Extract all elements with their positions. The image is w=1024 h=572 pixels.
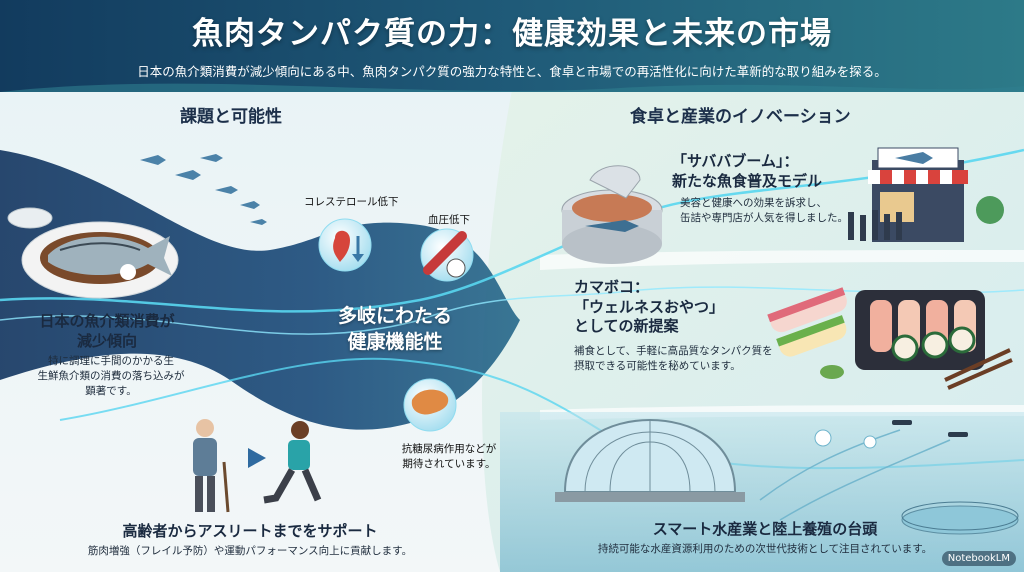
saba-heading: 「サババブーム」： 新たな魚食普及モデル: [672, 152, 862, 191]
consumption-heading-line2: 減少傾向: [76, 331, 137, 350]
saba-heading-line2: 新たな魚食普及モデル: [672, 171, 823, 190]
saba-body-line1: 美容と健康への効果を訴求し、: [680, 197, 827, 209]
health-functions-label: 多岐にわたる 健康機能性: [325, 304, 465, 355]
consumption-body: 特に調理に手間のかかる生 生鮮魚介類の消費の落ち込みが 顕著です。: [26, 354, 196, 400]
saba-body: 美容と健康への効果を訴求し、 缶詰や専門店が人気を得しました。: [680, 196, 870, 226]
consumption-heading-line1: 日本の魚介類消費が: [39, 312, 175, 330]
saba-body-line2: 缶詰や専門店が人気を得しました。: [680, 212, 848, 225]
health-functions-line1: 多岐にわたる: [337, 305, 452, 327]
kamaboko-heading-line3: としての新提案: [574, 317, 679, 335]
kamaboko-body-line2: 摂取できる可能性を秘めています。: [574, 360, 741, 373]
aquaculture-body: 持続可能な水産資源利用のための次世代技術として注目されています。: [597, 543, 933, 555]
left-section-title: 課題と可能性: [180, 107, 282, 127]
blood-pressure-label: 血圧低下: [428, 214, 470, 226]
kamaboko-heading-line1: カマボコ：: [574, 278, 650, 296]
support-body: 筋肉増強（フレイル予防）や運動パフォーマンス向上に貢献します。: [87, 545, 413, 557]
diabetes-line2: 期待されています。: [402, 458, 496, 471]
aquaculture-heading: スマート水産業と陸上養殖の台頭: [652, 520, 878, 538]
kamaboko-body: 補食として、手軽に高品質なタンパク質を 摂取できる可能性を秘めています。: [574, 344, 804, 374]
health-functions-line2: 健康機能性: [347, 330, 443, 353]
cholesterol-label: コレステロール低下: [304, 196, 399, 208]
consumption-heading: 日本の魚介類消費が 減少傾向: [22, 312, 192, 351]
kamaboko-heading: カマボコ： 「ウェルネスおやつ」 としての新提案: [574, 278, 774, 337]
kamaboko-heading-line2: 「ウェルネスおやつ」: [574, 297, 725, 316]
right-section-title: 食卓と産業のイノベーション: [630, 107, 851, 127]
page-title: 魚肉タンパク質の力：健康効果と未来の市場: [192, 16, 832, 52]
diabetes-label: 抗糖尿病作用などが 期待されています。: [384, 442, 514, 472]
kamaboko-body-line1: 補食として、手軽に高品質なタンパク質を: [574, 345, 773, 357]
diabetes-line1: 抗糖尿病作用などが: [401, 443, 497, 455]
saba-heading-line1: 「サババブーム」：: [672, 152, 799, 170]
consumption-body-line1: 特に調理に手間のかかる生: [48, 355, 174, 367]
page-subtitle: 日本の魚介類消費が減少傾向にある中、魚肉タンパク質の強力な特性と、食卓と市場での…: [137, 64, 887, 79]
consumption-body-line3: 顕著です。: [85, 385, 137, 398]
consumption-body-line2: 生鮮魚介類の消費の落ち込みが: [37, 370, 185, 383]
notebooklm-badge: NotebookLM: [941, 551, 1016, 566]
support-heading: 高齢者からアスリートまでをサポート: [122, 522, 378, 540]
